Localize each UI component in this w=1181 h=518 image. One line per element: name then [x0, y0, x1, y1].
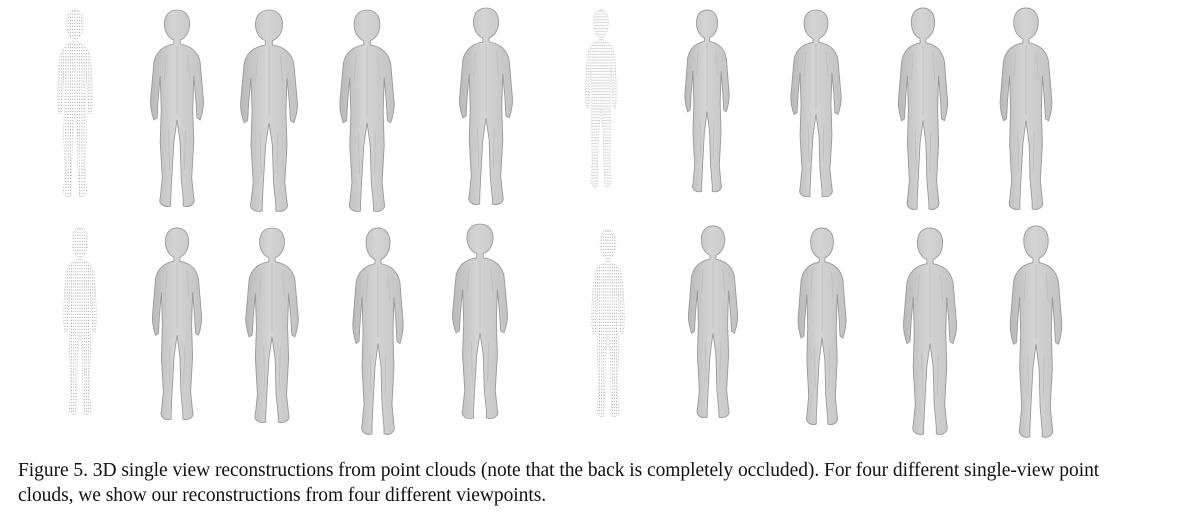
reconstruction-view-2 [790, 9, 842, 198]
point-cloud-figure [56, 9, 94, 197]
reconstruction-view-1 [687, 225, 739, 419]
reconstruction-view-1 [150, 9, 204, 207]
caption-line-1: Figure 5. 3D single view reconstructions… [18, 460, 1100, 481]
reconstruction-view-1 [684, 9, 730, 193]
reconstruction-view-4 [459, 7, 513, 205]
reconstruction-view-3 [903, 227, 957, 435]
point-cloud-figure [590, 229, 626, 418]
figure-panel [56, 7, 1063, 438]
point-cloud-figure [584, 9, 618, 188]
reconstruction-view-3 [897, 7, 949, 210]
point-cloud-figure [62, 227, 98, 416]
reconstruction-view-1 [151, 227, 203, 421]
reconstruction-view-2 [797, 227, 847, 425]
reconstruction-view-2 [240, 9, 298, 212]
caption-line-2: clouds, we show our reconstructions from… [18, 485, 547, 506]
reconstruction-view-2 [245, 227, 299, 423]
figure-caption: Figure 5. 3D single view reconstructions… [18, 458, 1168, 508]
reconstruction-view-4 [452, 223, 508, 419]
figure-image [56, 7, 1063, 438]
reconstruction-view-3 [339, 9, 395, 212]
reconstruction-view-4 [999, 7, 1053, 210]
reconstruction-view-4 [1009, 225, 1063, 438]
reconstruction-view-3 [352, 227, 404, 435]
